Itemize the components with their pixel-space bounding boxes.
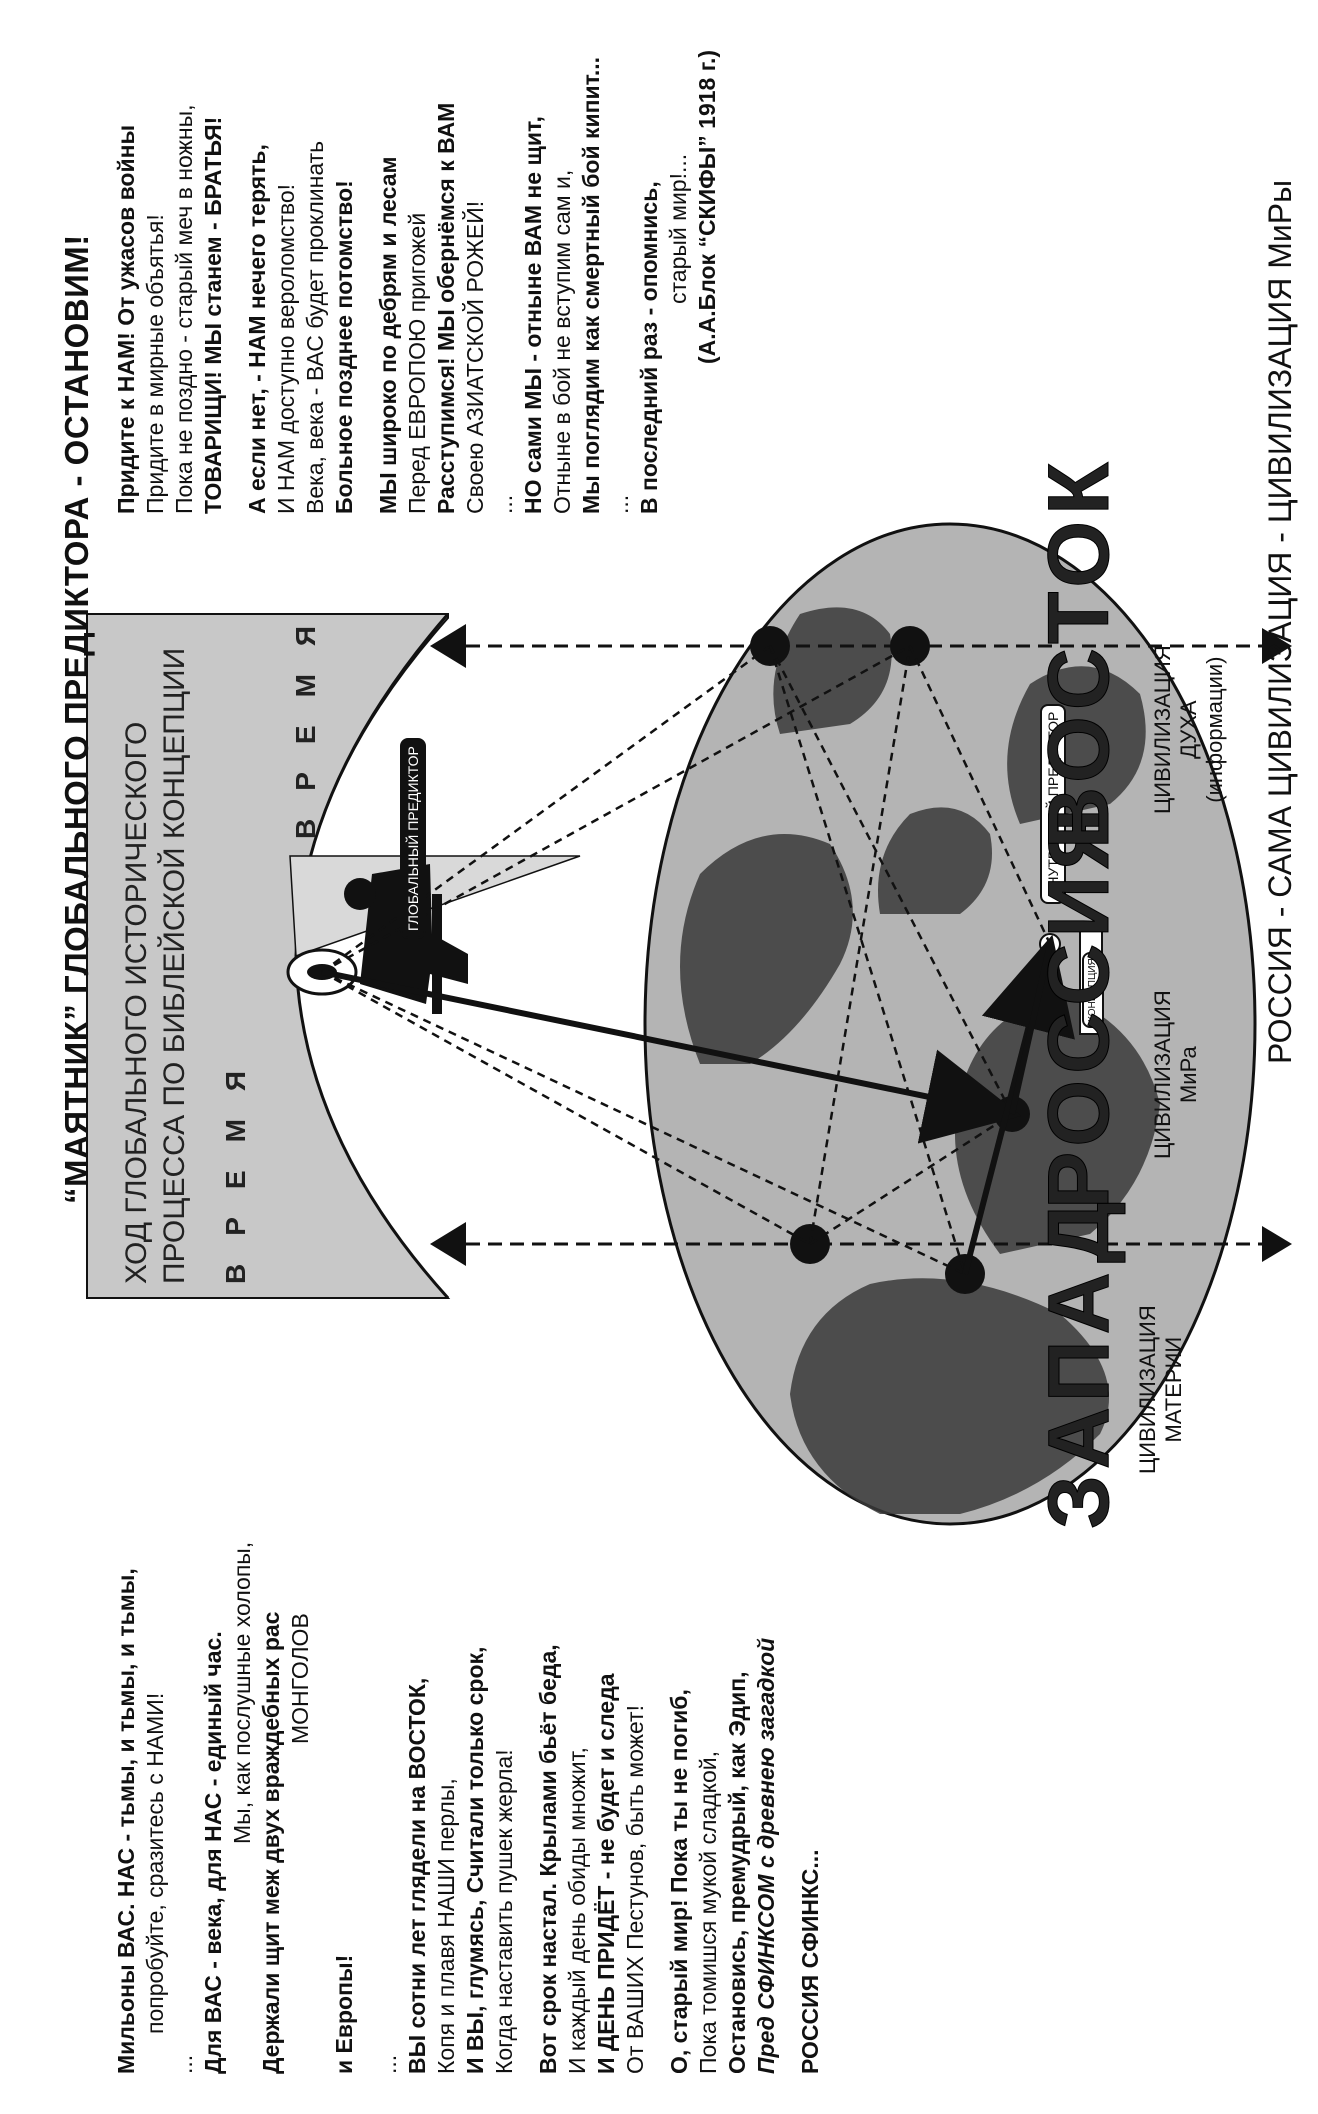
poem-line: ... — [491, 494, 517, 514]
map-label-east: ВОСТОК — [1031, 456, 1128, 850]
poem-line: МОНГОЛОВ — [287, 1613, 313, 1744]
poem-line: Остановись, премудрый, как Эдип, — [724, 1671, 750, 2074]
poem-line: Больное позднее потомство! — [331, 180, 357, 514]
poem-line: Для ВАС - века, для НАС - единый час. — [200, 1631, 226, 2074]
poem-line: Расступимся! МЫ обернёмся к ВАМ — [433, 102, 459, 514]
panel-heading-line1: ХОД ГЛОБАЛЬНОГО ИСТОРИЧЕСКОГО — [120, 721, 153, 1284]
poem-attribution: (А.А.Блок “СКИФЫ” 1918 г.) — [694, 49, 720, 364]
time-label-left: ВРЕМЯ — [220, 1042, 251, 1284]
poem-line: Вот срок настал. Крылами бьёт беда, — [535, 1644, 561, 2074]
arrowhead-right-bottom — [1262, 628, 1292, 664]
poem-line: Копя и плавя НАШИ перлы, — [433, 1778, 459, 2074]
right-poem: Придите к НАМ! От ужасов войны Придите в… — [112, 14, 722, 514]
poem-line: Когда наставить пушек жерла! — [491, 1749, 517, 2074]
page-title: “МАЯТНИК” ГЛОБАЛЬНОГО ПРЕДИКТОРА - ОСТАН… — [58, 234, 95, 1204]
poem-line: старый мир!... — [665, 153, 691, 304]
poem-line: ... — [375, 2054, 401, 2074]
panel-heading-line2: ПРОЦЕССА ПО БИБЛЕЙСКОЙ КОНЦЕПЦИИ — [158, 647, 191, 1284]
poem-line: В последний раз - опомнись, — [636, 181, 662, 514]
poem-line: О, старый мир! Пока ты не погиб, — [666, 1689, 692, 2074]
poem-line: ... — [607, 494, 633, 514]
arrowhead-left-bottom — [1262, 1226, 1292, 1262]
poem-line: И ВЫ, глумясь, Считали только срок, — [462, 1646, 488, 2074]
poem-line: Мы поглядим как смертный бой кипит... — [578, 56, 604, 514]
poem-line: От ВАШИХ Пестунов, быть может! — [622, 1705, 648, 2074]
poem-line: МЫ широко по дебрям и лесам — [375, 156, 401, 514]
solid-pendulum-lines — [321, 934, 1075, 1275]
poem-line: Пред СФИНКСОМ с древнею загадкой — [753, 1637, 779, 2074]
poem-line: Отныне в бой не вступим сам и, — [549, 169, 575, 514]
civ-mira-label: ЦИВИЛИЗАЦИЯ МиРа — [1150, 990, 1201, 1159]
poem-line: ВЫ сотни лет глядели на ВОСТОК, — [404, 1677, 430, 2074]
time-label-right: ВРЕМЯ — [290, 597, 321, 839]
civ-matter-label: ЦИВИЛИЗАЦИЯ МАТЕРИИ — [1135, 1305, 1186, 1474]
poem-line: Придите в мирные объятья! — [142, 214, 168, 514]
poem-line: Держали щит меж двух враждебных рас — [258, 1611, 284, 2074]
poem-line: Придите к НАМ! От ужасов войны — [113, 124, 139, 514]
poem-line: ТОВАРИЩИ! МЫ станем - БРАТЬЯ! — [200, 116, 226, 514]
poem-line: Пока не поздно - старый меч в ножны, — [171, 104, 197, 514]
bottom-caption: РОССИЯ - САМА ЦИВИЛИЗАЦИЯ - ЦИВИЛИЗАЦИЯ … — [1262, 179, 1298, 1064]
poem-line: И каждый день обиды множит, — [564, 1747, 590, 2074]
panel-heading: ХОД ГЛОБАЛЬНОГО ИСТОРИЧЕСКОГО ПРОЦЕССА П… — [118, 648, 194, 1284]
map-label-west: ЗАПАД — [1031, 1195, 1128, 1529]
poem-line: А если нет, - НАМ нечего терять, — [244, 144, 270, 514]
arrowhead-right-top — [430, 624, 466, 668]
poem-line: ... — [171, 2054, 197, 2074]
poem-line: Перед ЕВРОПОЮ пригожей — [404, 212, 430, 514]
global-predictor-callout: ГЛОБАЛЬНЫЙ ПРЕДИКТОР — [400, 738, 426, 939]
left-poem: Мильоны ВАС. НАС - тьмы, и тьмы, и тьмы,… — [112, 1334, 825, 2074]
poem-line: НО сами МЫ - отныне ВАМ не щит, — [520, 116, 546, 514]
poem-line: Своею АЗИАТСКОЙ РОЖЕЙ! — [462, 200, 488, 514]
arrowhead-left-top — [430, 1222, 466, 1266]
poem-line: И ДЕНЬ ПРИДЁТ - не будет и следа — [593, 1673, 619, 2074]
civ-spirit-label: ЦИВИЛИЗАЦИЯ ДУХА (информации) — [1150, 645, 1227, 814]
poem-line: Мильоны ВАС. НАС - тьмы, и тьмы, и тьмы, — [113, 1568, 139, 2074]
poem-line: Пока томишся мукой сладкой, — [695, 1751, 721, 2074]
poem-line: и Европы! — [331, 1954, 357, 2074]
poem-line: попробуйте, сразитесь с НАМИ! — [142, 1692, 168, 2034]
map-label-russia: РОССИЯ — [1031, 802, 1128, 1210]
poem-line: И НАМ доступно вероломство! — [273, 183, 299, 514]
poem-line: Века, века - ВАС будет проклинать — [302, 140, 328, 514]
poem-line: РОССИЯ СФИНКС... — [797, 1849, 823, 2075]
poem-line: Мы, как послушные холопы, — [229, 1541, 255, 1844]
